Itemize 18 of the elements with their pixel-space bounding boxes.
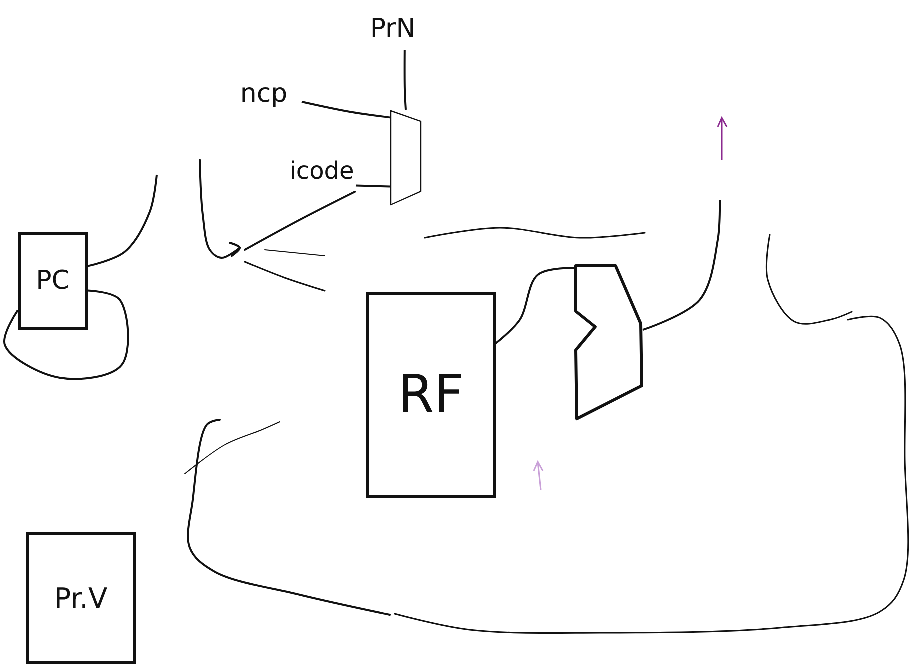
- labeled-box: [26, 532, 136, 664]
- signal-label: PrN: [370, 14, 416, 44]
- box-label: Pr.V: [54, 582, 108, 614]
- labeled-box: [366, 292, 496, 498]
- labeled-box: [18, 232, 88, 330]
- multiplexer-shape: [390, 110, 422, 206]
- box-label: PC: [36, 266, 70, 296]
- signal-label: icode: [290, 157, 354, 185]
- signal-label: ncp: [240, 79, 288, 109]
- connector-line: [495, 267, 575, 344]
- connector-line: [302, 101, 390, 119]
- connector-line: [88, 174, 158, 268]
- connector-line: [356, 184, 390, 188]
- box-label: RF: [398, 365, 464, 425]
- alu-shape: [575, 265, 643, 420]
- connector-line: [404, 50, 407, 110]
- connector-line: [642, 200, 722, 332]
- connector-line: [4, 290, 130, 380]
